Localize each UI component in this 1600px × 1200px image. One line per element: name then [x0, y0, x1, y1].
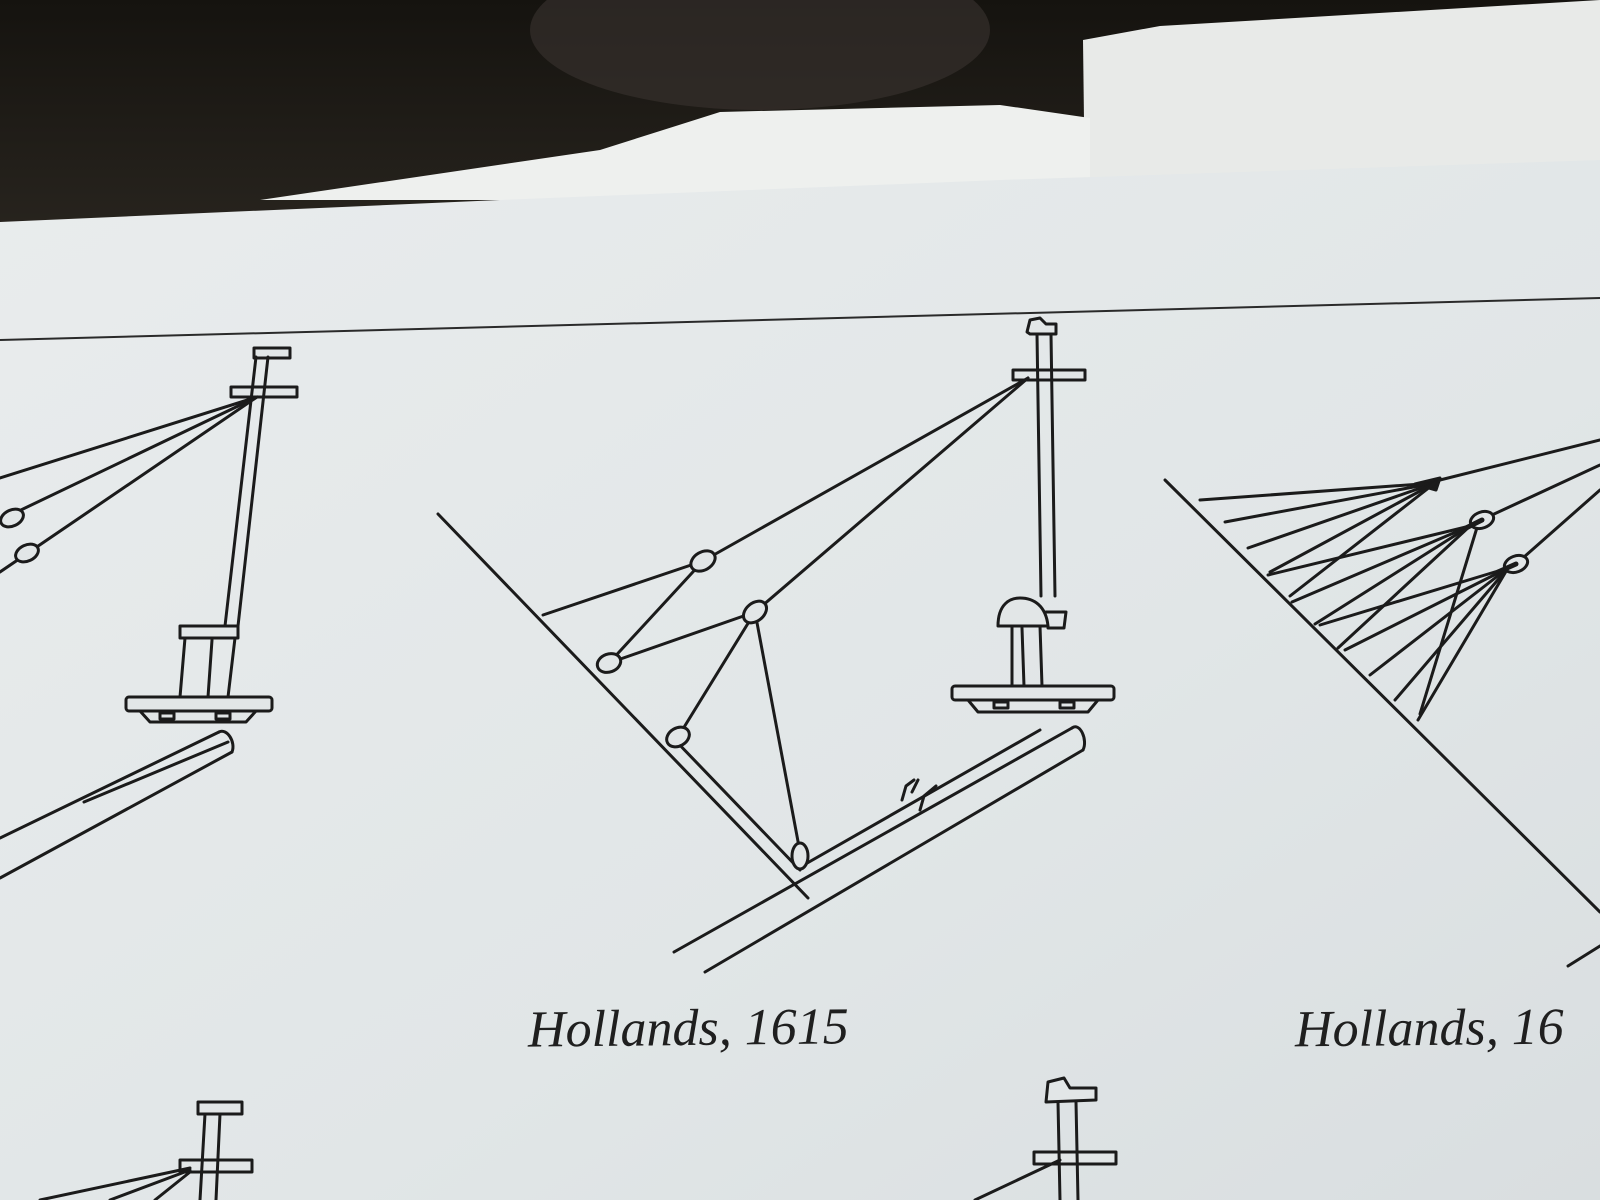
diagram-center	[436, 316, 1116, 974]
figure-caption-right: Hollands, 16	[1294, 998, 1564, 1059]
page-rule	[0, 297, 1600, 341]
figure-caption-center: Hollands, 1615	[527, 998, 849, 1059]
diagram-bottom-center	[973, 1076, 1118, 1200]
diagram-right	[1163, 438, 1600, 968]
main-page	[0, 160, 1600, 1200]
diagram-bottom-left	[38, 1100, 254, 1200]
loose-paper-middle	[260, 105, 1090, 200]
background-blur	[530, 0, 990, 110]
loose-paper-right	[1083, 0, 1600, 200]
diagram-left	[0, 346, 299, 880]
